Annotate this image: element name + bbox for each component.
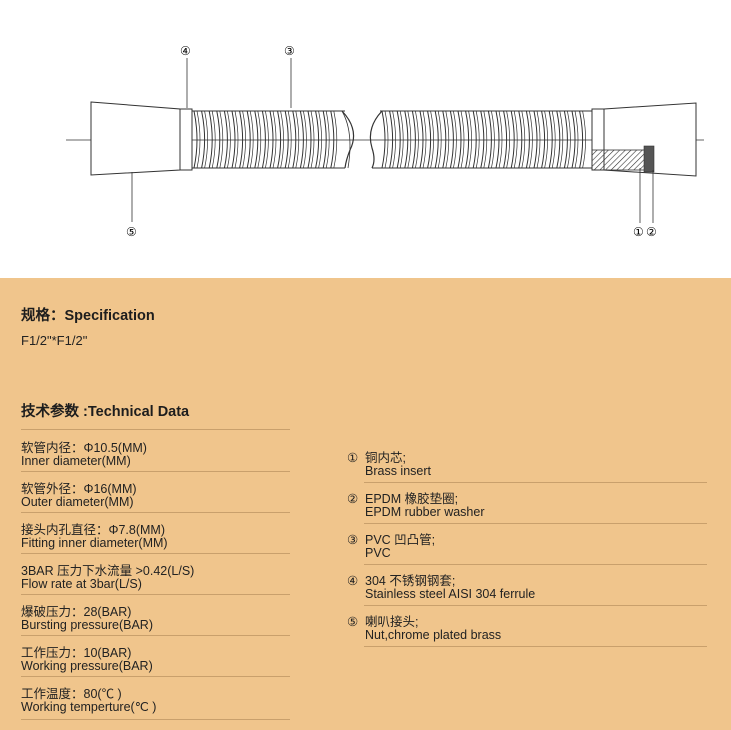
legend-cn: EPDM 橡胶垫圈; [365, 492, 459, 506]
tech-row-cn: 工作压力：10(BAR) [21, 646, 132, 660]
tech-row-en: Flow rate at 3bar(L/S) [21, 577, 142, 591]
tech-row: 软管外径：Φ16(MM) Outer diameter(MM) [21, 483, 137, 509]
legend-cn: 304 不锈钢钢套; [365, 574, 456, 588]
tech-row-cn: 接头内孔直径：Φ7.8(MM) [21, 523, 166, 537]
left-hose-coils [193, 110, 338, 169]
tech-row-cn: 3BAR 压力下水流量 >0.42(L/S) [21, 564, 195, 578]
tech-row-cn: 软管外径：Φ16(MM) [21, 482, 137, 496]
callout-3: ③ [284, 44, 295, 58]
tech-row: 工作压力：10(BAR) Working pressure(BAR) [21, 647, 153, 673]
tech-row-en: Working temperture(℃ ) [21, 700, 157, 714]
callout-2: ② [646, 225, 657, 239]
hose-diagram: ④ ③ ⑤ ① ② [0, 0, 731, 278]
left-ferrule [179, 108, 193, 171]
brass-insert-section [591, 149, 651, 171]
spec-heading: 规格：Specification [21, 308, 155, 324]
legend-number: ① [347, 451, 359, 465]
tech-row: 3BAR 压力下水流量 >0.42(L/S) Flow rate at 3bar… [21, 565, 194, 591]
tech-row-en: Inner diameter(MM) [21, 454, 131, 468]
legend-en: EPDM rubber washer [365, 505, 485, 519]
legend-en: Brass insert [365, 464, 431, 478]
legend-number: ② [347, 492, 359, 506]
tech-row-en: Working pressure(BAR) [21, 659, 153, 673]
tech-row: 工作温度：80(℃ ) Working temperture(℃ ) [21, 688, 156, 714]
legend-cn: 喇叭接头; [365, 615, 419, 629]
legend-cn: PVC 凹凸管; [365, 533, 436, 547]
legend-en: Stainless steel AISI 304 ferrule [365, 587, 536, 601]
callout-5: ⑤ [126, 225, 137, 239]
tech-row-en: Outer diameter(MM) [21, 495, 134, 509]
left-nut [90, 101, 181, 176]
tech-heading: 技术参数 :Technical Data [21, 404, 190, 420]
spec-panel: 规格：Specification F1/2"*F1/2" 技术参数 :Techn… [0, 278, 731, 730]
tech-row-en: Bursting pressure(BAR) [21, 618, 153, 632]
tech-row-cn: 软管内径：Φ10.5(MM) [21, 441, 147, 455]
legend-number: ⑤ [347, 615, 359, 629]
callout-1: ① [633, 225, 644, 239]
legend-item: ③ PVC 凹凸管; PVC [347, 534, 435, 560]
legend-item: ① 铜内芯; Brass insert [347, 452, 431, 478]
callout-4: ④ [180, 44, 191, 58]
washer-section [643, 145, 655, 173]
tech-row-en: Fitting inner diameter(MM) [21, 536, 168, 550]
legend-en: PVC [365, 546, 391, 560]
tech-row-cn: 爆破压力：28(BAR) [21, 605, 132, 619]
hose-drawing: ④ ③ ⑤ ① ② [66, 44, 704, 239]
tech-row: 软管内径：Φ10.5(MM) Inner diameter(MM) [21, 442, 147, 468]
tech-row: 爆破压力：28(BAR) Bursting pressure(BAR) [21, 606, 153, 632]
spec-value: F1/2"*F1/2" [21, 333, 88, 348]
legend-number: ③ [347, 533, 359, 547]
legend-item: ④ 304 不锈钢钢套; Stainless steel AISI 304 fer… [347, 575, 535, 601]
legend-en: Nut,chrome plated brass [365, 628, 502, 642]
legend-item: ⑤ 喇叭接头; Nut,chrome plated brass [347, 616, 501, 642]
right-hose-coils [381, 110, 586, 169]
legend-cn: 铜内芯; [365, 451, 406, 465]
legend-number: ④ [347, 574, 359, 588]
tech-row-cn: 工作温度：80(℃ ) [21, 687, 122, 701]
legend-item: ② EPDM 橡胶垫圈; EPDM rubber washer [347, 493, 485, 519]
tech-row: 接头内孔直径：Φ7.8(MM) Fitting inner diameter(M… [21, 524, 168, 550]
